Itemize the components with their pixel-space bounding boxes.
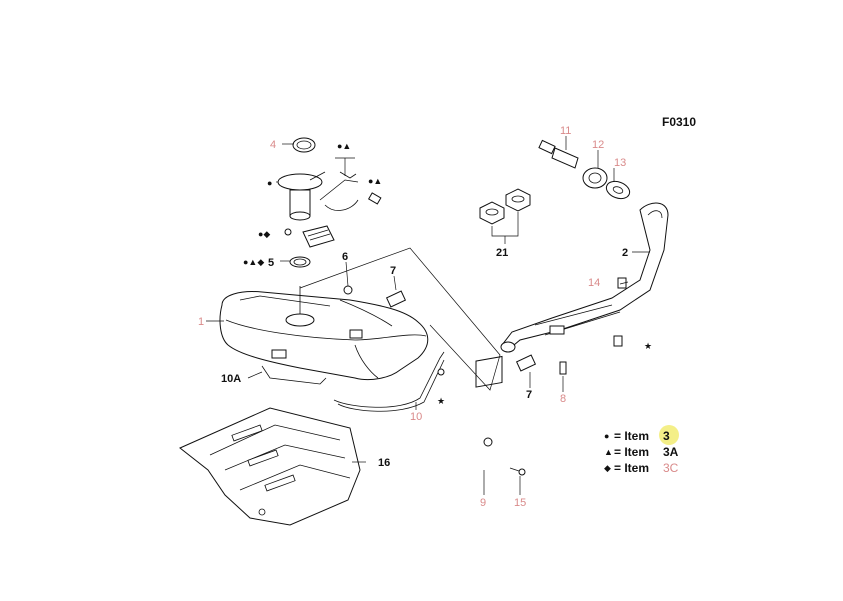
- callout-10: 10: [410, 411, 422, 423]
- svg-text:●▲: ●▲: [337, 141, 351, 151]
- legend-text-triangle: = Item: [614, 445, 649, 459]
- svg-text:★: ★: [644, 341, 652, 351]
- fuel-pump-assembly: [277, 137, 382, 268]
- callout-16: 16: [378, 457, 390, 469]
- callout-11: 11: [560, 125, 571, 137]
- figure-code: F0310: [662, 115, 696, 129]
- svg-text:★: ★: [437, 396, 445, 406]
- legend-symbol-diamond: ◆: [604, 463, 611, 473]
- svg-text:●▲: ●▲: [368, 176, 382, 186]
- fuel-tank: [219, 286, 429, 381]
- svg-text:●▲◆: ●▲◆: [243, 257, 264, 267]
- legend-symbol-triangle: ▲: [604, 447, 613, 457]
- legend-text-dot: = Item: [614, 429, 649, 443]
- strap-10: [333, 351, 445, 408]
- callout-2: 2: [622, 247, 628, 259]
- small-parts: [343, 277, 627, 376]
- fuel-cap-lock: [538, 139, 631, 200]
- bracket-bolt: [475, 355, 526, 476]
- callout-7-upper: 7: [390, 265, 396, 277]
- callout-4: 4: [270, 139, 276, 151]
- callout-10a: 10A: [221, 373, 241, 385]
- legend-symbol-dot: ●: [604, 431, 609, 441]
- strap-10a: [261, 365, 327, 385]
- callout-12: 12: [592, 139, 604, 151]
- legend-ref-3: 3: [663, 429, 670, 443]
- svg-text:●◆: ●◆: [258, 229, 270, 239]
- filler-neck: [500, 202, 669, 353]
- nuts: [479, 188, 531, 225]
- legend-ref-3a: 3A: [663, 445, 679, 459]
- callout-5: 5: [268, 257, 274, 269]
- callout-1: 1: [198, 316, 204, 328]
- callout-14: 14: [588, 277, 600, 289]
- callout-7-lower: 7: [526, 389, 532, 401]
- legend-ref-3c: 3C: [663, 461, 679, 475]
- svg-text:●: ●: [267, 178, 272, 188]
- leader-lines: [206, 136, 650, 495]
- callout-8: 8: [560, 393, 566, 405]
- callout-21: 21: [496, 247, 508, 259]
- callout-9: 9: [480, 497, 486, 509]
- legend-highlight: [659, 425, 679, 445]
- heat-shield: [179, 407, 361, 526]
- callout-13: 13: [614, 157, 626, 169]
- legend: ● = Item 3 ▲ = Item 3A ◆ = Item 3C: [604, 425, 679, 475]
- legend-text-diamond: = Item: [614, 461, 649, 475]
- symbol-markers: ●▲ ● ●▲ ●◆ ●▲◆ ★ ★: [243, 141, 652, 406]
- callouts: 4 11 12 13 14 1 10 8 9 15 5 6 7 7 2 21 1…: [198, 125, 628, 509]
- callout-6: 6: [342, 251, 348, 263]
- callout-15: 15: [514, 497, 526, 509]
